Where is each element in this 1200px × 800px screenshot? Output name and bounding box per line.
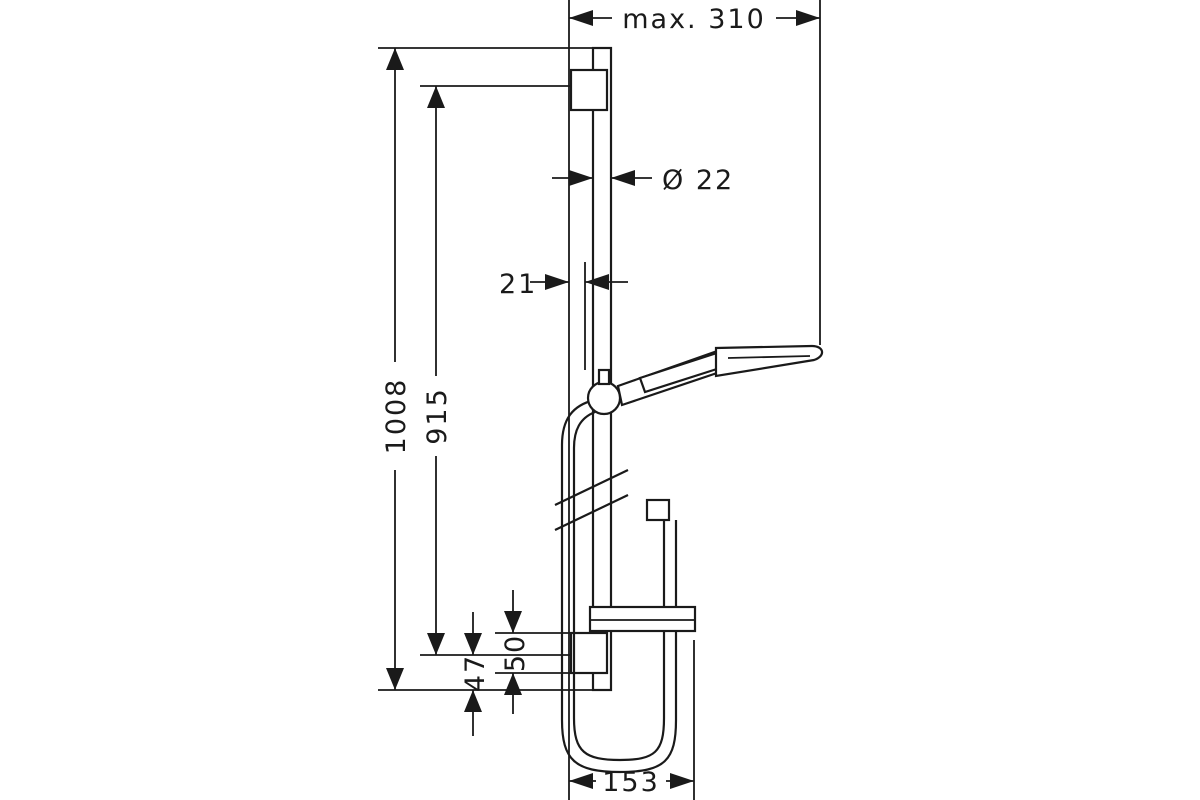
dimension-total-height: 1008 xyxy=(381,48,412,690)
dimension-wall-offset: 21 xyxy=(499,269,628,300)
hose-connector xyxy=(645,498,671,522)
top-wall-bracket xyxy=(569,68,609,112)
bottom-wall-bracket xyxy=(569,631,609,675)
dimension-rail-height: 915 xyxy=(422,86,453,655)
shower-hose-outer xyxy=(560,398,678,774)
shower-rail-assembly xyxy=(554,46,824,774)
handshower-holder xyxy=(586,380,622,416)
holder-knob xyxy=(597,368,611,386)
extension-lines xyxy=(378,0,821,800)
dimension-shelf-offset: 50 xyxy=(500,590,531,714)
lower-bracket-height-label: 47 xyxy=(460,654,491,692)
hose-width-label: 153 xyxy=(602,767,660,798)
shower-shelf xyxy=(588,605,697,633)
dimension-max-reach: max. 310 xyxy=(569,4,820,35)
shelf-offset-label: 50 xyxy=(500,634,531,672)
max-reach-label: max. 310 xyxy=(622,4,766,35)
total-height-label: 1008 xyxy=(381,378,412,455)
rail-diameter-label: Ø 22 xyxy=(662,165,734,196)
handshower-head xyxy=(714,344,824,378)
wall-offset-label: 21 xyxy=(499,269,537,300)
rail-height-label: 915 xyxy=(422,387,453,445)
shower-hose-inner xyxy=(572,410,666,762)
dimension-lower-bracket-height: 47 xyxy=(460,612,491,736)
dimension-rail-diameter: Ø 22 xyxy=(552,165,734,196)
dimension-hose-width: 153 xyxy=(569,767,694,798)
break-mark-upper xyxy=(554,469,629,506)
break-mark-lower xyxy=(554,494,629,531)
